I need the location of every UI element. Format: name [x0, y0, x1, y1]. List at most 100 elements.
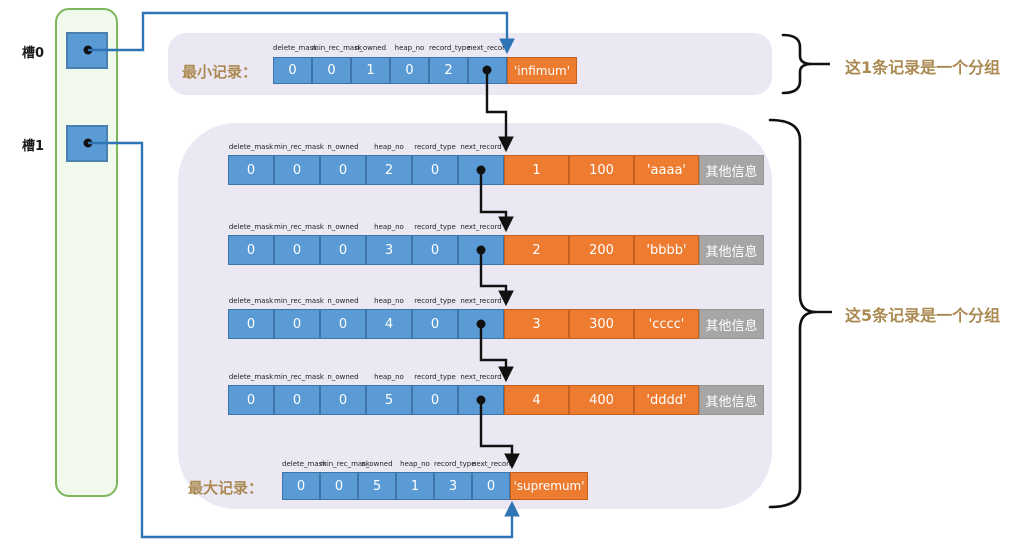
slot1-square	[66, 125, 108, 162]
field-header-delete-mask: delete_mask	[273, 44, 318, 52]
infimum-record-label: 最小记录：	[182, 63, 258, 81]
cell-column-value: 300	[569, 309, 634, 339]
field-header-record-type: record_type	[434, 460, 476, 468]
field-header-heap-no: heap_no	[400, 460, 430, 468]
cell-n-owned: 0	[320, 309, 366, 339]
cell-column-name: 'cccc'	[634, 309, 699, 339]
cell-record-type: 0	[412, 309, 458, 339]
brace-group-one	[781, 33, 813, 95]
field-header-next-record: next_record	[460, 373, 502, 381]
cell-record-type: 2	[429, 57, 468, 84]
field-header-min-rec-mask: min_rec_mask	[274, 297, 324, 305]
cell-record-type: 3	[434, 472, 472, 500]
cell-delete-mask: 0	[228, 385, 274, 415]
field-header-next-record: next_record	[472, 460, 514, 468]
field-header-min-rec-mask: min_rec_mask	[274, 223, 324, 231]
cell-n-owned: 0	[320, 155, 366, 185]
cell-heap-no: 1	[396, 472, 434, 500]
slot1-label: 槽1	[22, 139, 45, 154]
cell-record-type: 0	[412, 385, 458, 415]
cell-min-rec-mask: 0	[274, 309, 320, 339]
cell-primary-key: 3	[504, 309, 569, 339]
field-header-heap-no: heap_no	[394, 44, 425, 52]
cell-next-record-pointer	[458, 155, 504, 185]
cell-next-record: 0	[472, 472, 510, 500]
cell-column-value: 100	[569, 155, 634, 185]
infimum-field-headers: delete_mask min_rec_mask n_owned heap_no…	[273, 43, 510, 53]
cell-min-rec-mask: 0	[274, 235, 320, 265]
field-header-min-rec-mask: min_rec_mask	[312, 44, 362, 52]
field-header-heap-no: heap_no	[374, 143, 404, 151]
field-header-min-rec-mask: min_rec_mask	[320, 460, 370, 468]
cell-n-owned: 1	[351, 57, 390, 84]
cell-other-info: 其他信息	[699, 309, 764, 339]
user-record-row-4: 0 0 0 5 0 4 400 'dddd' 其他信息	[228, 385, 764, 415]
field-header-record-type: record_type	[414, 297, 456, 305]
field-header-next-record: next_record	[460, 223, 502, 231]
cell-delete-mask: 0	[282, 472, 320, 500]
user-record-row-2: 0 0 0 3 0 2 200 'bbbb' 其他信息	[228, 235, 764, 265]
cell-column-value: 400	[569, 385, 634, 415]
group-one-annotation: 这1条记录是一个分组	[845, 58, 1001, 77]
field-header-n-owned: n_owned	[327, 143, 359, 151]
record2-field-headers: delete_mask min_rec_mask n_owned heap_no…	[228, 222, 504, 232]
cell-infimum-value: 'infimum'	[507, 57, 577, 84]
supremum-field-headers: delete_mask min_rec_mask n_owned heap_no…	[282, 459, 514, 469]
field-header-record-type: record_type	[414, 373, 456, 381]
slot0-label: 槽0	[22, 46, 45, 61]
cell-other-info: 其他信息	[699, 235, 764, 265]
cell-primary-key: 4	[504, 385, 569, 415]
field-header-delete-mask: delete_mask	[228, 297, 274, 305]
record1-field-headers: delete_mask min_rec_mask n_owned heap_no…	[228, 142, 504, 152]
user-record-row-3: 0 0 0 4 0 3 300 'cccc' 其他信息	[228, 309, 764, 339]
field-header-heap-no: heap_no	[374, 223, 404, 231]
cell-other-info: 其他信息	[699, 155, 764, 185]
cell-supremum-value: 'supremum'	[510, 472, 588, 500]
supremum-record-label: 最大记录：	[188, 479, 264, 497]
cell-heap-no: 5	[366, 385, 412, 415]
cell-column-name: 'aaaa'	[634, 155, 699, 185]
cell-delete-mask: 0	[228, 309, 274, 339]
cell-heap-no: 2	[366, 155, 412, 185]
cell-record-type: 0	[412, 235, 458, 265]
field-header-next-record: next_record	[460, 297, 502, 305]
field-header-n-owned: n_owned	[327, 297, 359, 305]
field-header-next-record: next_record	[468, 44, 510, 52]
infimum-record-row: 0 0 1 0 2 'infimum'	[273, 57, 577, 84]
field-header-record-type: record_type	[429, 44, 471, 52]
field-header-delete-mask: delete_mask	[228, 373, 274, 381]
supremum-record-row: 0 0 5 1 3 0 'supremum'	[282, 472, 588, 500]
field-header-n-owned: n_owned	[361, 460, 393, 468]
cell-delete-mask: 0	[228, 235, 274, 265]
cell-column-name: 'bbbb'	[634, 235, 699, 265]
cell-next-record-pointer	[458, 309, 504, 339]
cell-column-value: 200	[569, 235, 634, 265]
field-header-n-owned: n_owned	[327, 223, 359, 231]
cell-heap-no: 0	[390, 57, 429, 84]
cell-min-rec-mask: 0	[274, 385, 320, 415]
field-header-delete-mask: delete_mask	[228, 223, 274, 231]
record4-field-headers: delete_mask min_rec_mask n_owned heap_no…	[228, 372, 504, 382]
field-header-delete-mask: delete_mask	[282, 460, 327, 468]
cell-n-owned: 0	[320, 235, 366, 265]
brace-group-five	[768, 118, 817, 509]
cell-primary-key: 2	[504, 235, 569, 265]
cell-n-owned: 5	[358, 472, 396, 500]
cell-other-info: 其他信息	[699, 385, 764, 415]
cell-heap-no: 3	[366, 235, 412, 265]
cell-record-type: 0	[412, 155, 458, 185]
field-header-delete-mask: delete_mask	[228, 143, 274, 151]
record3-field-headers: delete_mask min_rec_mask n_owned heap_no…	[228, 296, 504, 306]
cell-min-rec-mask: 0	[312, 57, 351, 84]
cell-heap-no: 4	[366, 309, 412, 339]
cell-min-rec-mask: 0	[274, 155, 320, 185]
page-directory-panel	[55, 8, 118, 497]
cell-next-record-pointer	[458, 385, 504, 415]
field-header-heap-no: heap_no	[374, 297, 404, 305]
field-header-min-rec-mask: min_rec_mask	[274, 143, 324, 151]
cell-column-name: 'dddd'	[634, 385, 699, 415]
field-header-record-type: record_type	[414, 143, 456, 151]
cell-next-record-pointer	[458, 235, 504, 265]
slot0-square	[66, 32, 108, 69]
